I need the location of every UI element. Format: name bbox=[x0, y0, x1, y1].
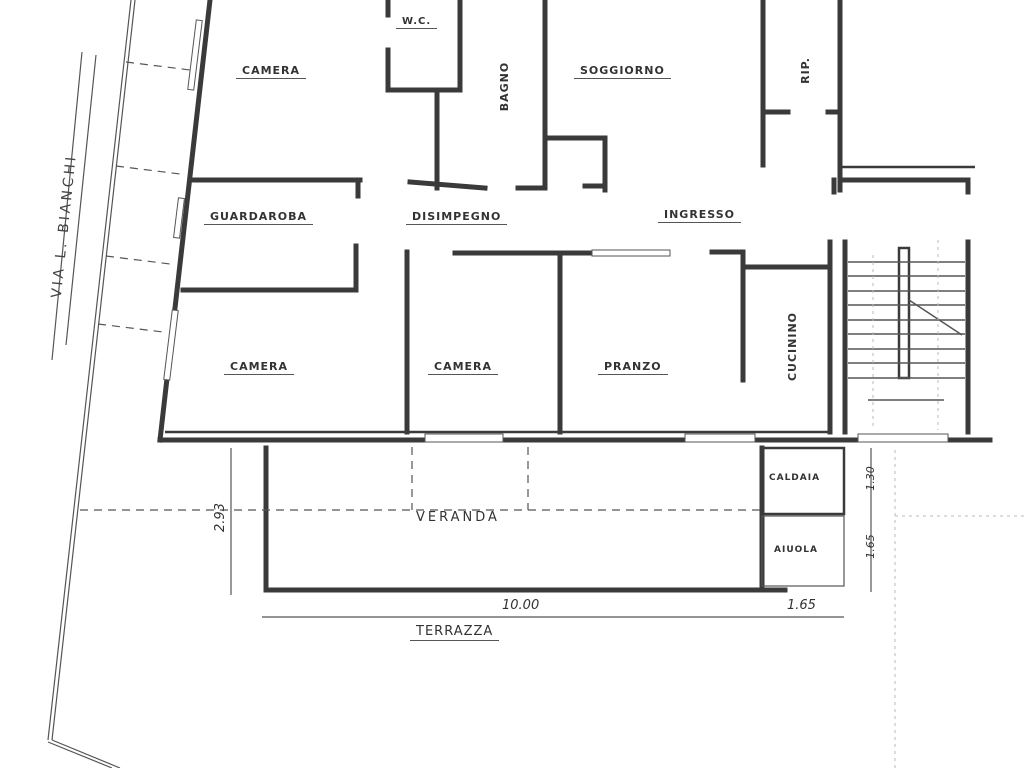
veranda-terrace bbox=[80, 445, 1024, 618]
stairwell bbox=[842, 239, 971, 435]
room-label-guardaroba: GUARDAROBA bbox=[204, 210, 313, 225]
room-label-bagno: BAGNO bbox=[498, 61, 512, 112]
room-label-ripostiglio: RIP. bbox=[798, 57, 812, 84]
room-label-pranzo: PRANZO bbox=[598, 360, 668, 375]
area-label-veranda: VERANDA bbox=[416, 510, 500, 525]
room-label-aiuola: AIUOLA bbox=[774, 545, 818, 555]
dimension-terrazza-width: 10.00 bbox=[502, 598, 540, 613]
room-label-camera-mid: CAMERA bbox=[428, 360, 499, 375]
room-label-camera-top: CAMERA bbox=[236, 64, 307, 79]
dimension-caldaia-depth: 1.30 bbox=[863, 466, 877, 491]
room-label-cucinino: CUCININO bbox=[786, 311, 800, 382]
room-label-disimpegno: DISIMPEGNO bbox=[406, 210, 508, 225]
dimension-veranda-depth: 2.93 bbox=[212, 503, 228, 532]
room-label-soggiorno: SOGGIORNO bbox=[574, 64, 671, 79]
south-wall bbox=[157, 430, 993, 443]
room-label-camera-left: CAMERA bbox=[224, 360, 295, 375]
room-label-caldaia: CALDAIA bbox=[769, 473, 821, 483]
facade-guides bbox=[97, 61, 191, 333]
area-label-terrazza: TERRAZZA bbox=[410, 624, 500, 641]
room-label-wc: W.C. bbox=[396, 16, 438, 29]
dimension-aiuola-depth: 1.65 bbox=[863, 534, 877, 559]
dimension-aiuola-width: 1.65 bbox=[787, 598, 816, 613]
property-boundary bbox=[47, 0, 896, 768]
room-label-ingresso: INGRESSO bbox=[658, 208, 742, 223]
